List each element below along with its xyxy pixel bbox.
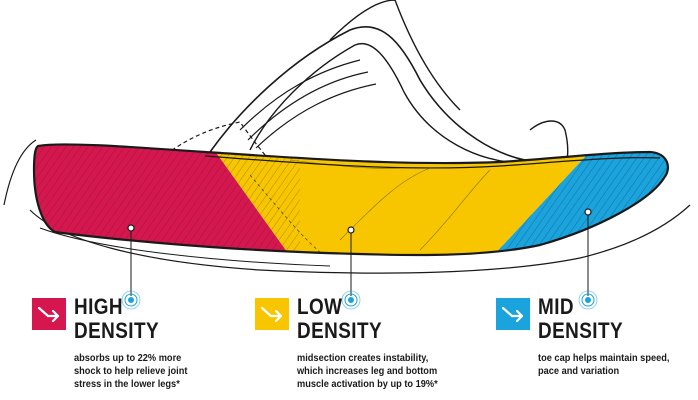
strap-post: [329, 0, 461, 111]
mid-desc-line: pace and variation: [538, 365, 620, 377]
sole-outline: [32, 143, 669, 257]
footbed-line: [204, 155, 661, 169]
mid-density-title: MID DENSITY: [538, 295, 623, 343]
strap-band-3: [255, 83, 377, 149]
outline-ground: [39, 227, 331, 267]
low-density-title: LOW DENSITY: [297, 295, 382, 343]
low-desc-line: muscle activation by up to 19%*: [297, 378, 438, 390]
high-desc-line: absorbs up to 22% more: [74, 352, 182, 364]
outline-bottom: [29, 204, 691, 274]
high-arrow-bg: [32, 298, 66, 330]
low-desc-line: midsection creates instability,: [297, 352, 429, 364]
low-title-line1: LOW: [297, 294, 343, 319]
strap-band-2: [247, 71, 369, 141]
high-title-line2: DENSITY: [74, 318, 160, 343]
strap-inner: [249, 42, 521, 164]
high-desc-line: shock to help relieve joint: [74, 365, 188, 377]
high-desc-line: stress in the lower legs*: [74, 378, 180, 390]
strap-band-1: [239, 59, 361, 131]
mid-density-marker: [578, 208, 598, 310]
mid-desc-line: toe cap helps maintain speed,: [538, 352, 670, 364]
mid-title-line1: MID: [538, 294, 574, 319]
mid-arrow-bg: [496, 298, 530, 330]
arrow-right-icon: [496, 298, 530, 330]
outline-back: [3, 139, 37, 206]
mid-density-description: toe cap helps maintain speed, pace and v…: [538, 352, 698, 378]
high-density-description: absorbs up to 22% more shock to help rel…: [74, 352, 250, 391]
high-density-title: HIGH DENSITY: [74, 295, 159, 343]
strap-outer: [209, 25, 541, 163]
low-density-marker: [341, 226, 361, 310]
high-density-marker: [121, 224, 141, 310]
arrow-right-icon: [32, 298, 66, 330]
low-density-description: midsection creates instability, which in…: [297, 352, 473, 391]
low-title-line2: DENSITY: [297, 318, 383, 343]
high-title-line1: HIGH: [74, 294, 124, 319]
arrow-right-icon: [255, 298, 289, 330]
low-arrow-bg: [255, 298, 289, 330]
mid-title-line2: DENSITY: [538, 318, 624, 343]
low-desc-line: which increases leg and bottom: [297, 365, 438, 377]
